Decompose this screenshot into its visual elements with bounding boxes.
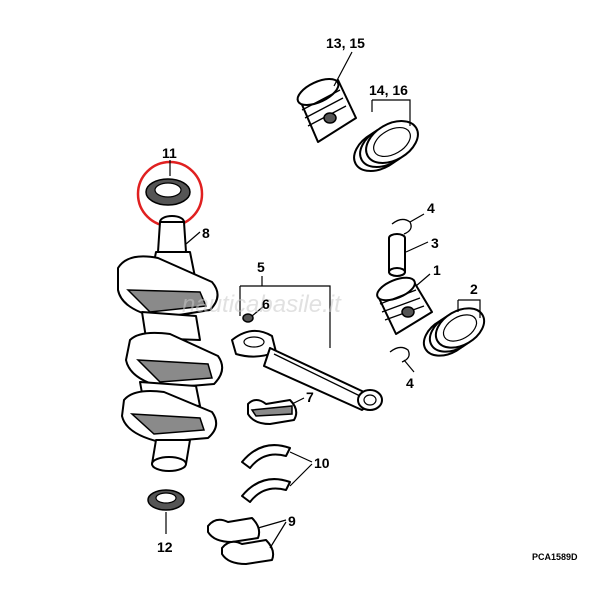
callout-1: 1: [433, 262, 441, 278]
callout-14-16: 14, 16: [369, 82, 408, 98]
lower-bearing-9[interactable]: [207, 517, 275, 565]
watermark-text: nauticabasile.it: [182, 291, 342, 318]
callout-7: 7: [306, 389, 314, 405]
leader-4-top: [409, 213, 425, 223]
leader-13-15: [333, 51, 353, 87]
leader-5: [239, 276, 331, 348]
piston-1[interactable]: [374, 273, 433, 335]
drawing-code: PCA1589D: [532, 552, 578, 562]
leader-6: [251, 305, 265, 317]
callout-13-15: 13, 15: [326, 35, 365, 51]
clip-4-top[interactable]: [391, 218, 412, 235]
callout-10: 10: [314, 455, 330, 471]
connecting-rod-5[interactable]: [231, 329, 383, 411]
lower-seal-12[interactable]: [147, 489, 185, 511]
callout-12: 12: [157, 539, 173, 555]
bearing-7[interactable]: [247, 399, 298, 425]
leader-2: [457, 299, 481, 318]
rod-bolt-6[interactable]: [242, 313, 254, 323]
thrust-washers-10[interactable]: [241, 444, 291, 503]
leader-3: [405, 241, 429, 253]
leader-4-bottom: [403, 359, 415, 373]
callout-6: 6: [262, 296, 270, 312]
leader-9: [257, 519, 287, 549]
callout-4-top: 4: [427, 200, 435, 216]
upper-seal-11[interactable]: [145, 178, 191, 206]
piston-13-15[interactable]: [294, 74, 357, 143]
callout-9: 9: [288, 513, 296, 529]
leader-7: [291, 397, 305, 405]
ring-set-14-16[interactable]: [347, 112, 425, 179]
leader-8: [185, 231, 201, 245]
callout-5: 5: [257, 259, 265, 275]
callout-11: 11: [162, 145, 177, 161]
ring-set-2[interactable]: [417, 300, 491, 363]
callout-3: 3: [431, 235, 439, 251]
leader-1: [415, 273, 431, 287]
callout-2: 2: [470, 281, 478, 297]
callout-4-bottom: 4: [406, 375, 414, 391]
callout-8: 8: [202, 225, 210, 241]
piston-pin-3[interactable]: [388, 233, 406, 277]
clip-4-bottom[interactable]: [389, 346, 410, 363]
leader-10: [289, 451, 313, 487]
leader-14-16: [371, 99, 411, 126]
crankshaft-8[interactable]: [117, 215, 224, 472]
